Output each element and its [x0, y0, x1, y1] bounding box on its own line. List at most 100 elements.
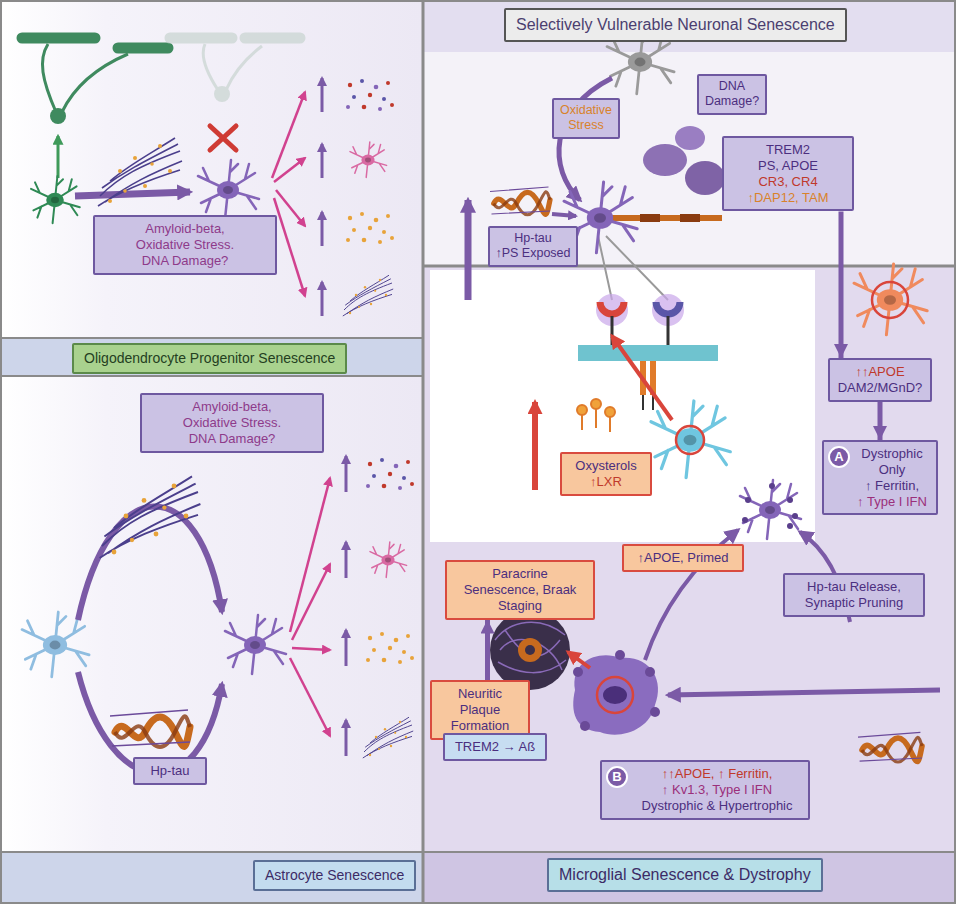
increase-arrows	[345, 720, 348, 756]
receptor-box: TREM2PS, APOECR3, CR4↑DAP12, TAM	[722, 136, 854, 211]
astrocyte	[22, 612, 89, 677]
node-text: Hp-tau	[141, 763, 199, 779]
hypertrophic-microglia	[645, 667, 655, 677]
state-box: ↑APOE, Primed	[622, 544, 744, 572]
hypertrophic-microglia	[580, 721, 590, 731]
oxidative-species	[366, 632, 414, 664]
neuritic-plaque	[490, 610, 570, 690]
neuritic-plaque	[518, 638, 542, 662]
panel-background	[0, 0, 423, 338]
node-text: ↑↑APOE, ↑ Ferritin,	[632, 766, 802, 782]
oxysterols	[577, 405, 587, 415]
senescence-arrow	[75, 192, 190, 196]
panel-background	[0, 852, 423, 904]
signal-arrow	[612, 336, 672, 420]
panel-background	[0, 375, 423, 377]
flow-arrow	[878, 402, 883, 440]
sasp-factors	[366, 458, 414, 490]
hypertrophic-microglia	[615, 650, 625, 660]
node-text: Hp-tau Release, Synaptic Pruning	[791, 579, 917, 611]
feedback-loop	[676, 426, 704, 454]
increase-arrows	[321, 78, 324, 316]
node-text: TREM2	[730, 142, 846, 158]
node-text: Microglial Senescence & Dystrophy	[559, 865, 811, 885]
dystrophic-microglia	[740, 480, 801, 539]
dystrophic-microglia	[745, 497, 751, 503]
node-text: Oligodendrocyte Progenitor Senescence	[84, 350, 335, 367]
stressor-box: Oxidative Stress	[552, 98, 620, 139]
node-text: A	[830, 448, 848, 466]
receptor-complex	[578, 294, 718, 410]
node-text: ↑ Type I IFN	[854, 494, 930, 510]
hypertrophic-microglia	[650, 707, 660, 717]
sasp-arrows	[290, 658, 330, 736]
panel-background	[423, 0, 956, 266]
sasp-factors	[346, 79, 394, 111]
panel-background	[0, 851, 956, 853]
stressor-box: DNA Damage?	[697, 74, 767, 115]
myelinating-oligodendrocyte	[50, 108, 66, 124]
node-text: DAM2/MGnD?	[836, 380, 924, 396]
signal-box: Oxysterols↑LXR	[560, 452, 652, 496]
myelinating-oligodendrocyte	[22, 38, 168, 48]
senescent-neuron	[685, 161, 725, 195]
plaque-arrow	[568, 652, 590, 668]
stressor-box: Amyloid-beta, Oxidative Stress. DNA Dama…	[140, 393, 324, 453]
dystrophic-microglia	[742, 517, 748, 523]
panel-title: Microglial Senescence & Dystrophy	[547, 858, 823, 892]
increase-arrows	[345, 456, 348, 492]
node-text: ↑PS Exposed	[494, 246, 572, 261]
node-text: Oxidative Stress	[558, 103, 614, 134]
neuritic-plaque	[490, 610, 570, 690]
receptor-complex	[656, 302, 680, 314]
oxysterols	[605, 407, 615, 417]
sasp-arrows	[290, 478, 330, 736]
node-text: Paracrine Senescence, Braak Staging	[453, 566, 587, 614]
panel-background	[423, 852, 956, 904]
node-text: Selectively Vulnerable Neuronal Senescen…	[516, 15, 835, 35]
node-text: TREM2 → Aß	[451, 739, 539, 755]
panel-title: Astrocyte Senescence	[253, 860, 416, 891]
flow-arrow	[485, 620, 490, 680]
panel-background	[423, 266, 956, 852]
amyloid-fibrils	[100, 476, 201, 558]
state-box: ↑↑APOE, ↑ Ferritin,↑ Kv1.3, Type I IFNDy…	[600, 760, 810, 820]
dystrophic-microglia	[792, 513, 798, 519]
increase-arrows	[345, 630, 348, 666]
outcome-box: Paracrine Senescence, Braak Staging	[445, 560, 595, 620]
increase-arrows	[321, 78, 324, 112]
tau-fibril	[110, 710, 190, 747]
callout-circle: A	[828, 446, 850, 468]
state-box: Dystrophic Only↑ Ferritin,↑ Type I IFNA	[822, 440, 938, 515]
amyloid-fibrils	[363, 717, 413, 758]
senescent-neuron	[643, 144, 687, 176]
neuritic-plaque	[525, 645, 535, 655]
receptor-complex	[612, 316, 668, 345]
increase-arrows	[345, 456, 348, 756]
senescent-neuron	[612, 215, 722, 221]
senescent-neuron	[598, 126, 725, 300]
feedback-loop	[872, 282, 908, 318]
senescent-astrocyte	[225, 615, 286, 674]
node-text: Dystrophic & Hypertrophic	[632, 798, 802, 814]
oxysterols	[577, 399, 615, 432]
panel-background	[430, 270, 815, 542]
node-text: Hp-tau	[494, 231, 572, 246]
paracrine-cell	[370, 542, 407, 577]
dystrophic-microglia	[787, 497, 793, 503]
node-text: PS, APOE	[730, 158, 846, 174]
failed-oligodendrocyte	[170, 38, 300, 102]
blocked-cross	[210, 126, 236, 150]
dystrophic-microglia	[740, 480, 801, 539]
sasp-arrows	[290, 478, 330, 632]
paracrine-cell	[350, 142, 387, 177]
senescent-neuron	[598, 236, 668, 300]
tau-fibril	[858, 732, 922, 762]
dystrophic-microglia	[787, 523, 793, 529]
dystrophic-microglia	[742, 483, 798, 529]
hypertrophic-microglia	[603, 686, 627, 704]
callout-circle: B	[606, 766, 628, 788]
increase-arrows	[321, 282, 324, 316]
